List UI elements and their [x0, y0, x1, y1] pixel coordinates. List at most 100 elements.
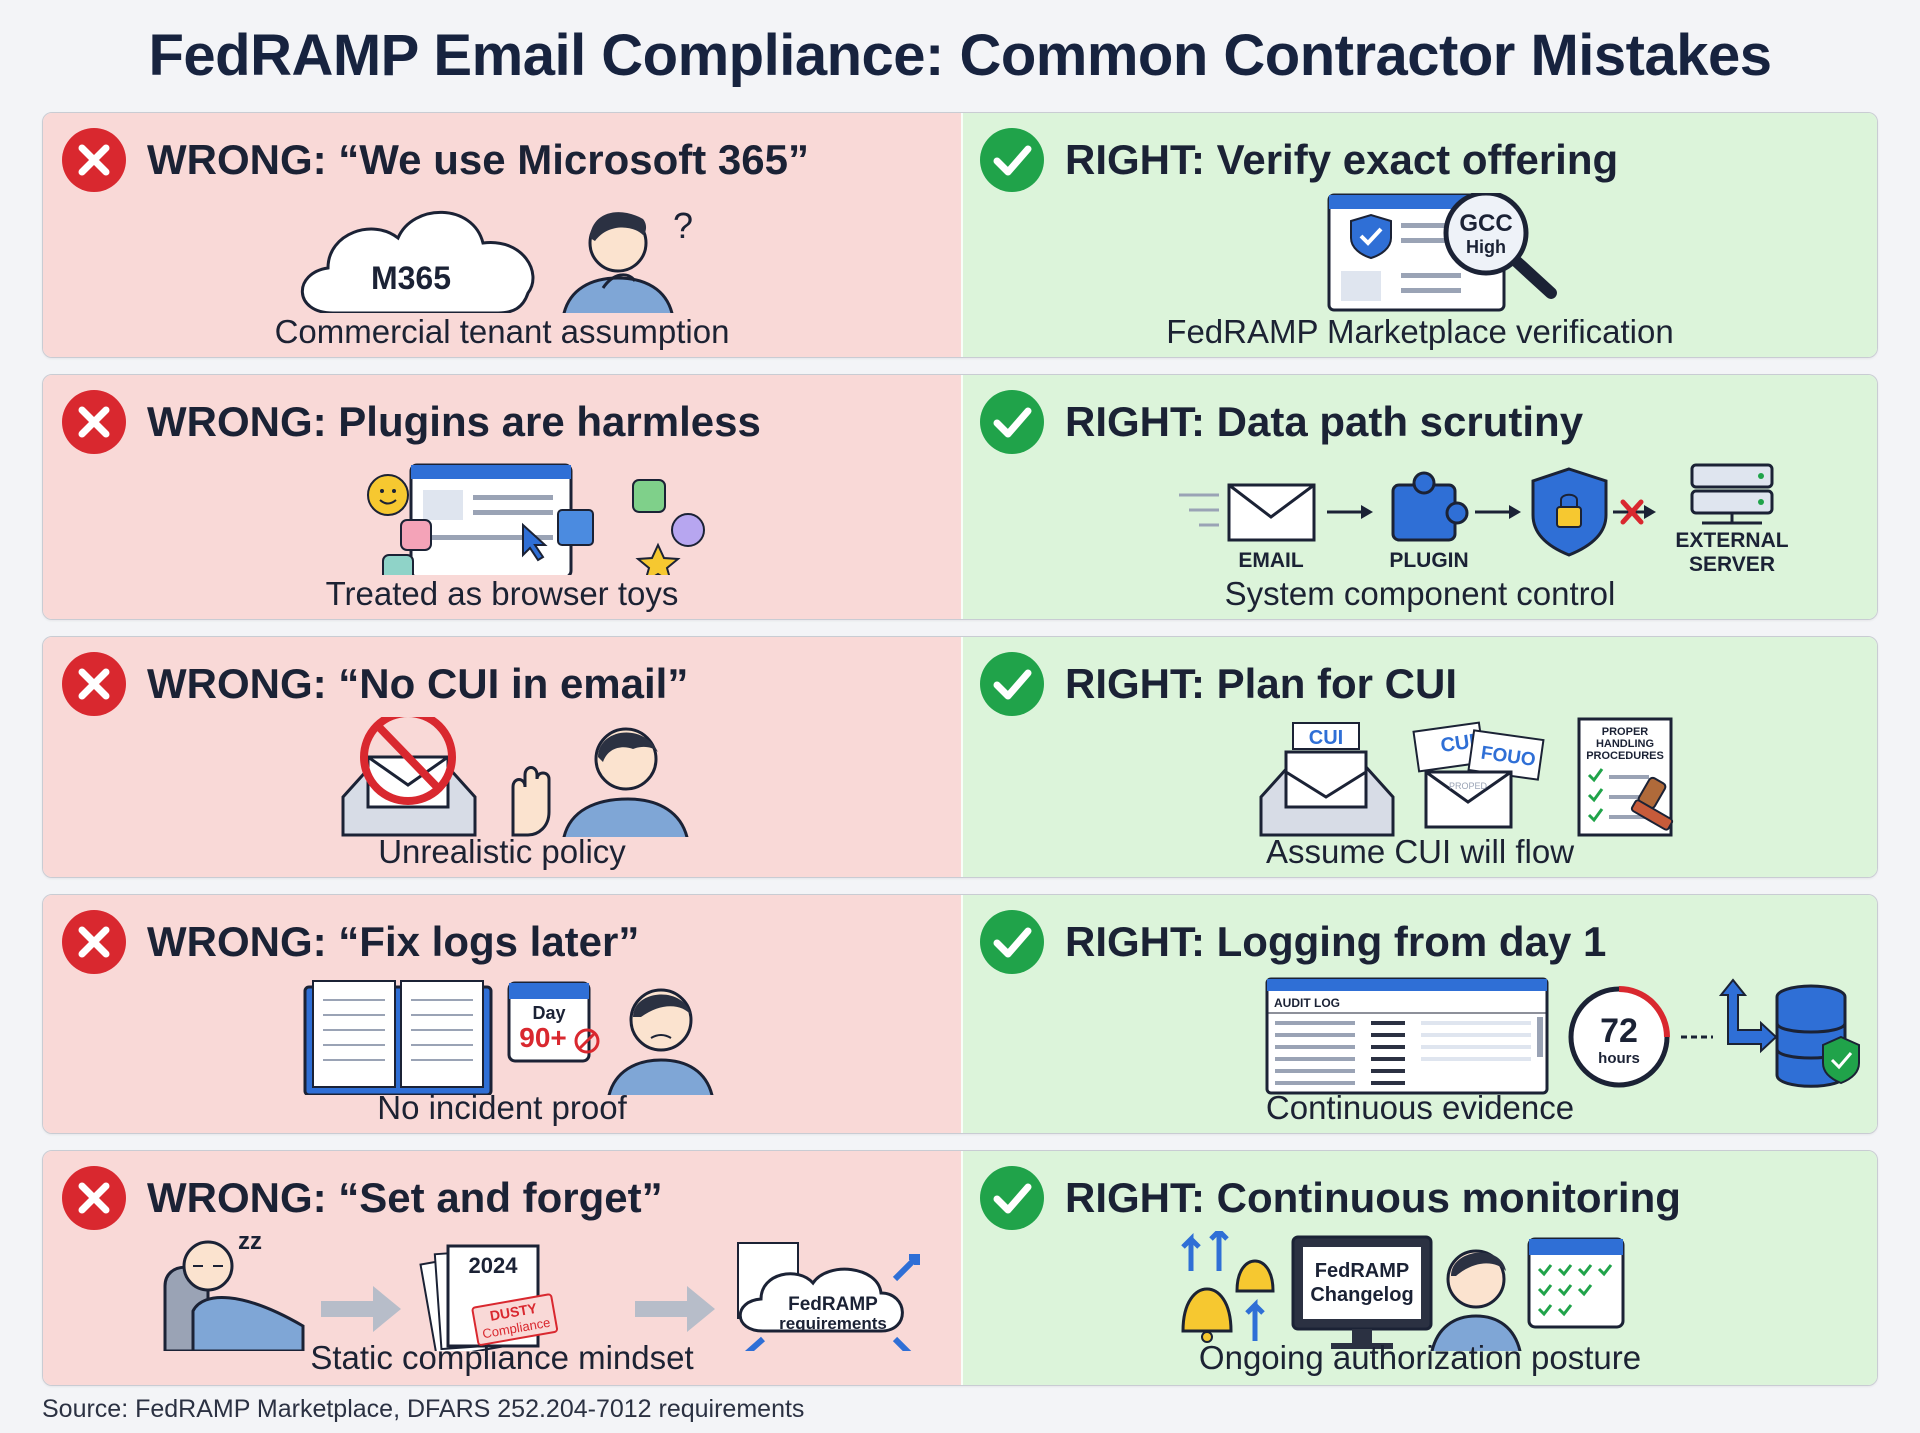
link-tile-icon	[632, 479, 666, 513]
open-notebook-icon	[303, 980, 493, 1095]
illustration: Day 90+	[43, 975, 961, 1095]
wrong-panel: WRONG: “Fix logs later” Day 90+	[43, 895, 961, 1133]
svg-text:zz: zz	[238, 1231, 262, 1255]
right-heading: RIGHT: Continuous monitoring	[1065, 1174, 1681, 1221]
right-panel: RIGHT: Plan for CUI CUI CUI FOUO	[961, 637, 1877, 877]
right-panel: RIGHT: Data path scrutiny EMAIL PLUGIN	[961, 375, 1877, 619]
right-caption: Assume CUI will flow	[1265, 833, 1575, 870]
x-circle-icon	[61, 651, 127, 717]
server-icon: EXTERNAL SERVER	[1675, 463, 1789, 575]
right-caption: Continuous evidence	[1265, 1089, 1575, 1126]
database-shield-icon	[1775, 984, 1860, 1088]
svg-text:CUI: CUI	[1309, 727, 1343, 749]
svg-text:2024: 2024	[469, 1253, 519, 1278]
wrong-panel: WRONG: “Set and forget” zz 2024	[43, 1151, 961, 1385]
divider	[961, 895, 963, 1133]
wrong-caption: No incident proof	[377, 1089, 627, 1126]
cloud-label: M365	[371, 260, 451, 296]
share-tile-icon	[382, 554, 414, 575]
x-circle-icon	[61, 127, 127, 193]
check-circle-icon	[979, 127, 1045, 193]
illustration: EMAIL PLUGIN	[961, 455, 1877, 575]
illustration	[43, 717, 961, 837]
browser-window-icon	[409, 463, 573, 575]
svg-text:EXTERNAL: EXTERNAL	[1675, 529, 1788, 552]
check-circle-icon	[979, 651, 1045, 717]
comparison-row: WRONG: Plugins are harmless	[42, 374, 1878, 620]
wrong-heading: WRONG: “We use Microsoft 365”	[147, 136, 809, 183]
right-caption: System component control	[1224, 575, 1616, 612]
svg-text:hours: hours	[1598, 1050, 1640, 1067]
audit-log-window-icon: AUDIT LOG	[1265, 977, 1549, 1095]
magnifier-icon: GCC High	[1443, 193, 1557, 299]
svg-text:?: ?	[673, 205, 693, 246]
right-heading: RIGHT: Verify exact offering	[1065, 136, 1619, 183]
arrow-right-icon	[635, 1286, 715, 1332]
comparison-row: WRONG: “Set and forget” zz 2024	[42, 1150, 1878, 1386]
svg-text:FedRAMP: FedRAMP	[788, 1294, 878, 1315]
divider	[961, 375, 963, 619]
right-heading: RIGHT: Logging from day 1	[1065, 918, 1607, 965]
arrow-tile-icon	[400, 519, 432, 551]
requirements-cloud-icon: FedRAMP requirements	[737, 1242, 920, 1351]
svg-text:AUDIT LOG: AUDIT LOG	[1274, 996, 1340, 1010]
confused-person-icon: ?	[562, 205, 693, 313]
wrong-panel: WRONG: Plugins are harmless	[43, 375, 961, 619]
check-circle-icon	[979, 909, 1045, 975]
illustration	[43, 455, 961, 575]
sleeping-person-icon: zz	[163, 1231, 305, 1351]
wrong-caption: Commercial tenant assumption	[274, 313, 730, 350]
wrong-caption: Treated as browser toys	[325, 575, 679, 612]
svg-text:High: High	[1466, 237, 1506, 257]
prohibited-icon	[360, 717, 456, 805]
procedures-document-icon: PROPER HANDLING PROCEDURES	[1577, 717, 1673, 837]
right-panel: RIGHT: Logging from day 1 AUDIT LOG 72	[961, 895, 1877, 1133]
comparison-row: WRONG: “Fix logs later” Day 90+	[42, 894, 1878, 1134]
illustration: FedRAMP Changelog	[961, 1231, 1877, 1351]
x-circle-icon	[61, 1165, 127, 1231]
wrong-heading: WRONG: “Fix logs later”	[147, 918, 640, 965]
person-icon	[562, 727, 689, 837]
svg-text:requirements: requirements	[779, 1314, 887, 1333]
dusty-documents-icon: 2024 DUSTY Compliance	[419, 1244, 559, 1351]
comparison-row: WRONG: “We use Microsoft 365” M365 ? Com…	[42, 112, 1878, 358]
arrow-right-icon	[1327, 505, 1373, 519]
puzzle-piece-icon: PLUGIN	[1389, 471, 1469, 572]
right-panel: RIGHT: Continuous monitoring FedRAMP Cha…	[961, 1151, 1877, 1385]
raised-hand-icon	[511, 766, 551, 837]
inbox-tray-icon: CUI	[1259, 722, 1395, 837]
illustration: M365 ?	[43, 193, 961, 313]
illustration: zz 2024 DUSTY Compliance	[43, 1231, 961, 1351]
wrong-heading: WRONG: “No CUI in email”	[147, 660, 689, 707]
svg-text:HANDLING: HANDLING	[1596, 738, 1654, 750]
blocked-arrow-icon	[1613, 499, 1656, 525]
page-title: FedRAMP Email Compliance: Common Contrac…	[148, 23, 1772, 88]
illustration: GCC High	[961, 193, 1877, 313]
right-heading: RIGHT: Data path scrutiny	[1065, 398, 1584, 445]
data-flow-arrow-icon	[1681, 978, 1778, 1054]
star-icon	[635, 542, 681, 575]
envelope-stack-icon: CUI FOUO PROPED	[1412, 721, 1545, 829]
x-circle-icon	[61, 909, 127, 975]
sad-person-icon	[607, 988, 714, 1095]
stamp-icon	[1630, 776, 1674, 831]
wrong-heading: WRONG: Plugins are harmless	[147, 398, 761, 445]
person-icon	[1430, 1249, 1522, 1351]
calendar-icon: Day 90+	[507, 981, 600, 1063]
svg-text:EMAIL: EMAIL	[1238, 549, 1304, 572]
comparison-row: WRONG: “No CUI in email”	[42, 636, 1878, 878]
illustration: CUI CUI FOUO PROPED PROPER HANDLING PROC…	[961, 717, 1877, 837]
wrong-panel: WRONG: “No CUI in email”	[43, 637, 961, 877]
right-caption: FedRAMP Marketplace verification	[1166, 313, 1674, 350]
arrow-right-icon	[1475, 505, 1521, 519]
arrow-right-icon	[321, 1286, 401, 1332]
wrong-heading: WRONG: “Set and forget”	[147, 1174, 663, 1221]
svg-text:Changelog: Changelog	[1310, 1284, 1413, 1306]
svg-text:90+: 90+	[519, 1022, 567, 1053]
monitor-icon: FedRAMP Changelog	[1291, 1235, 1433, 1349]
divider	[961, 113, 963, 357]
wrong-panel: WRONG: “We use Microsoft 365” M365 ? Com…	[43, 113, 961, 357]
shield-lock-icon	[1531, 467, 1608, 557]
wrong-caption: Unrealistic policy	[378, 833, 626, 870]
right-heading: RIGHT: Plan for CUI	[1065, 660, 1458, 707]
